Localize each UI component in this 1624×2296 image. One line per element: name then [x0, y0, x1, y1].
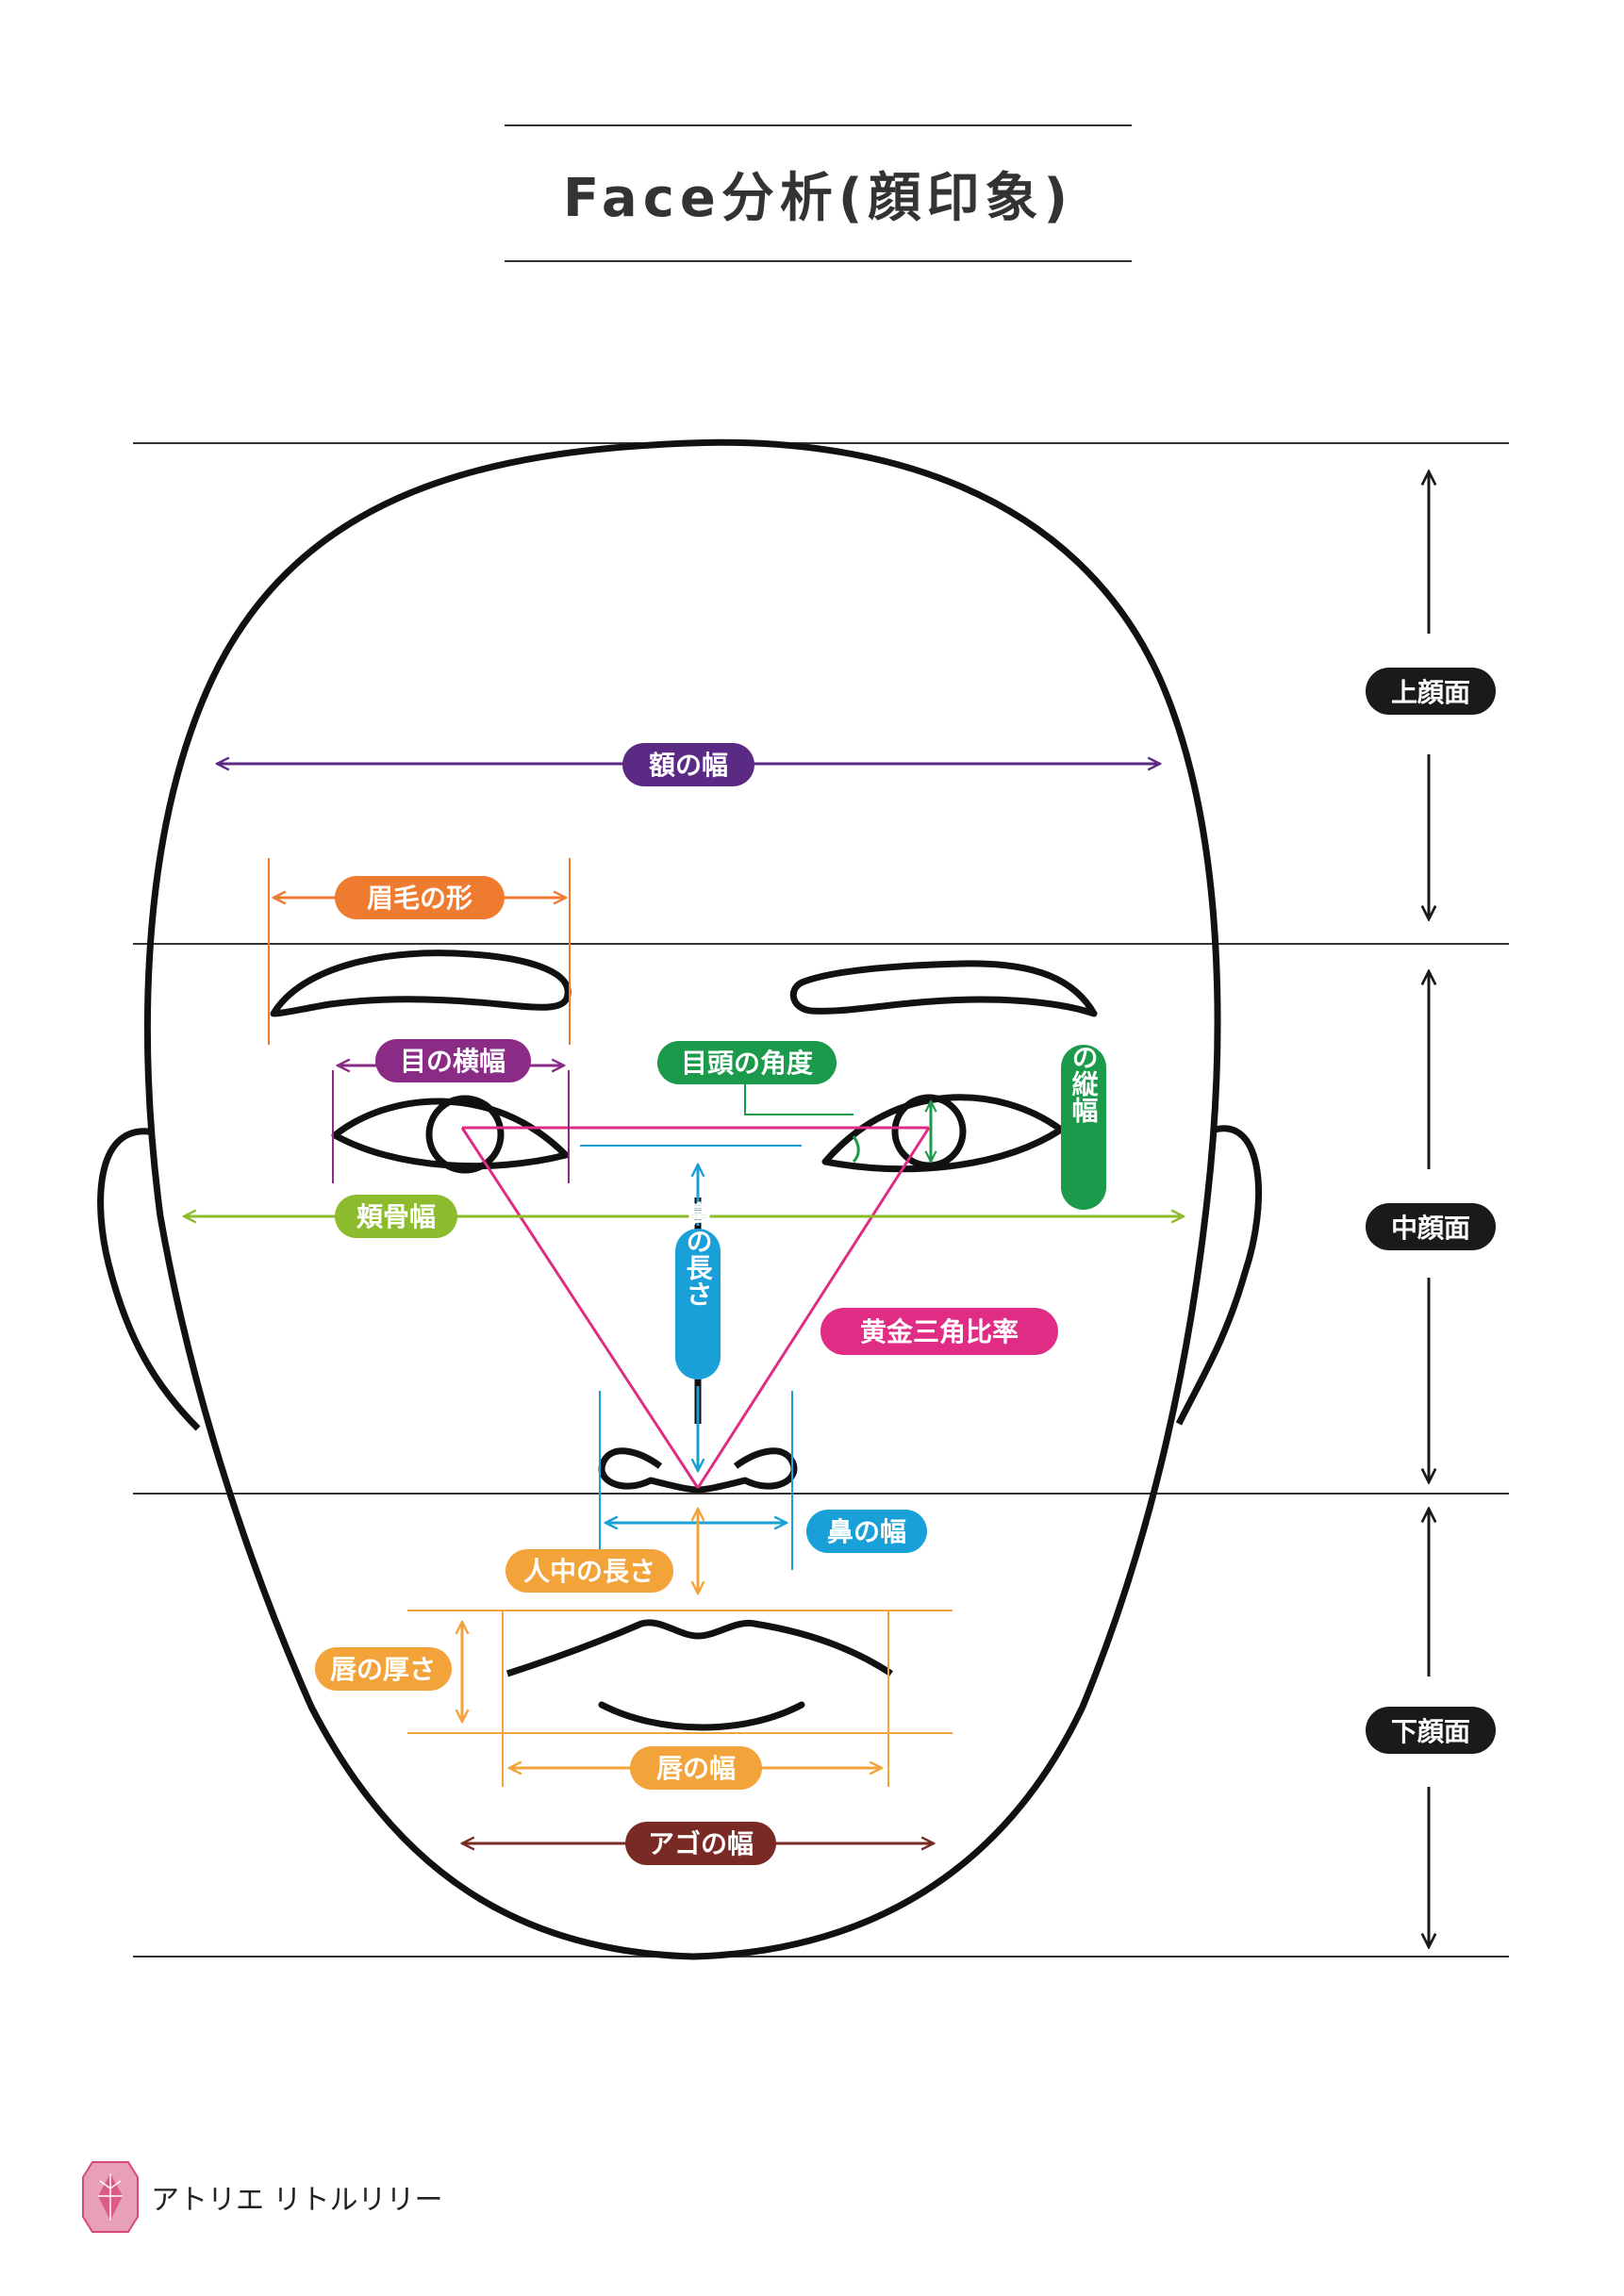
lower-lip	[598, 1701, 805, 1731]
eye-height-label: 目の縦幅	[1069, 1017, 1100, 1123]
inner-eye-angle-arc	[852, 1135, 860, 1164]
philtrum-length-label: 人中の長さ	[523, 1556, 655, 1587]
jaw-width-label: アゴの幅	[648, 1828, 754, 1859]
eyebrow-shape-label: 眉毛の形	[367, 883, 472, 914]
brand-name: アトリエ リトルリリー	[151, 2184, 443, 2217]
left-eyebrow	[270, 950, 572, 1017]
right-eyebrow	[789, 960, 1098, 1017]
lower-section-label: 下顔面	[1391, 1716, 1470, 1747]
inner-eye-angle-label: 目頭の角度	[681, 1048, 813, 1079]
inner-eye-angle-leader	[744, 1084, 853, 1115]
lip-thickness-label: 唇の厚さ	[330, 1654, 436, 1685]
right-eye	[821, 1094, 1065, 1173]
golden-triangle-label: 黄金三角比率	[860, 1316, 1019, 1347]
right-iris	[891, 1094, 967, 1169]
left-eye	[331, 1098, 570, 1170]
upper-section-label: 上顔面	[1391, 677, 1470, 708]
page-title: Face分析(顔印象)	[562, 167, 1074, 229]
title-frame: Face分析(顔印象)	[505, 124, 1132, 262]
left-iris	[425, 1095, 505, 1174]
lip-width-label: 唇の幅	[656, 1753, 736, 1784]
cheekbone-width-label: 頬骨幅	[356, 1201, 436, 1232]
lily-crystal-icon	[82, 2161, 139, 2233]
nose-width-label: 鼻の幅	[827, 1516, 906, 1547]
right-ear	[1175, 1125, 1263, 1426]
footer-brand: アトリエ リトルリリー	[81, 2159, 443, 2235]
eye-width-label: 目の横幅	[400, 1046, 505, 1077]
section-guide-lines	[133, 442, 1509, 1957]
left-ear	[97, 1128, 201, 1431]
forehead-width-label: 額の幅	[649, 750, 728, 781]
golden-triangle	[460, 1126, 931, 1489]
nose-length-label: 鼻の長さ	[683, 1201, 714, 1307]
upper-lip	[505, 1619, 893, 1677]
middle-section-label: 中顔面	[1391, 1213, 1470, 1244]
face-outline	[144, 438, 1221, 1960]
